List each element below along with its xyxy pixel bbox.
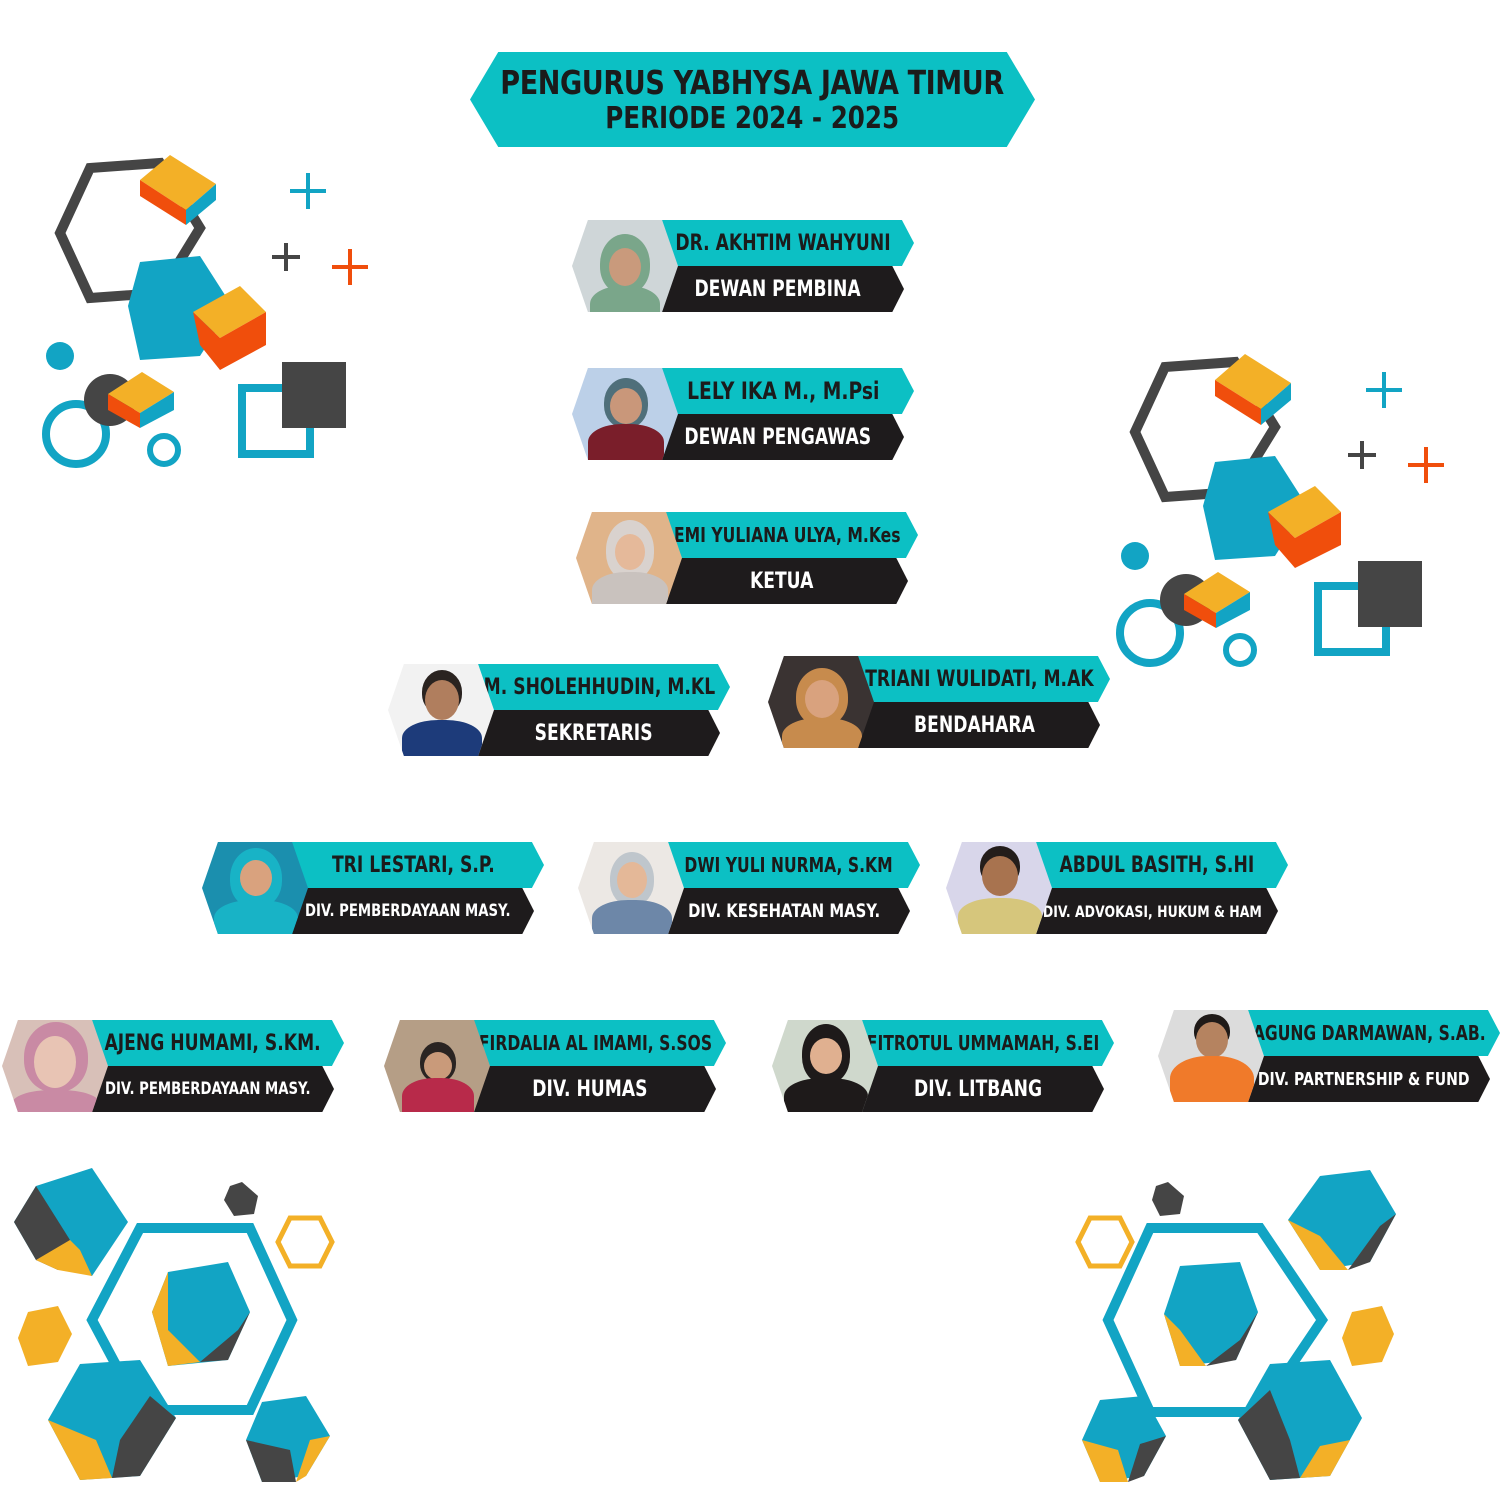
member-name: DR. AKHTIM WAHYUNI (675, 230, 891, 256)
member-role: DIV. ADVOKASI, HUKUM & HAM (1042, 901, 1262, 921)
member-photo (768, 656, 874, 748)
member-name: DWI YULI NURMA, S.KM (684, 853, 894, 877)
member-photo (946, 842, 1052, 934)
member-name: M. SHOLEHHUDIN, M.KL (483, 674, 715, 700)
member-role: SEKRETARIS (535, 720, 653, 746)
member-name: AGUNG DARMAWAN, S.AB. (1252, 1021, 1486, 1045)
member-role: DIV. PEMBERDAYAAN MASY. (305, 901, 511, 921)
title-banner: PENGURUS YABHYSA JAWA TIMUR PERIODE 2024… (470, 52, 1035, 147)
top-right-decoration (1116, 354, 1444, 667)
member-role: DIV. LITBANG (913, 1076, 1043, 1102)
member-photo (572, 368, 678, 460)
member-name: FITROTUL UMMAMAH, S.EI (866, 1031, 1100, 1055)
member-name: ABDUL BASITH, S.HI (1059, 852, 1255, 878)
bottom-right-decoration (1075, 1170, 1396, 1482)
member-role: DEWAN PENGAWAS (684, 424, 872, 450)
member-photo (2, 1020, 108, 1112)
member-role: DEWAN PEMBINA (694, 276, 862, 302)
member-photo (772, 1020, 878, 1112)
member-role: BENDAHARA (913, 712, 1035, 738)
member-role: DIV. KESEHATAN MASY. (687, 900, 881, 922)
member-photo (388, 664, 494, 756)
member-name: EMI YULIANA ULYA, M.Kes (673, 523, 901, 547)
member-name: LELY IKA M., M.Psi (686, 377, 880, 405)
member-photo (578, 842, 684, 934)
member-name: TRI LESTARI, S.P. (331, 852, 495, 878)
member-role: DIV. PEMBERDAYAAN MASY. (105, 1079, 311, 1099)
top-left-decoration (42, 155, 368, 468)
title-period: PERIODE 2024 - 2025 (605, 100, 900, 136)
title-main: PENGURUS YABHYSA JAWA TIMUR (500, 62, 1005, 102)
member-role: DIV. HUMAS (532, 1076, 648, 1102)
member-name: AJENG HUMAMI, S.KM. (104, 1030, 322, 1056)
member-name: TRIANI WULIDATI, M.AK (864, 666, 1094, 692)
member-photo (384, 1020, 490, 1112)
member-photo (202, 842, 308, 934)
member-role: DIV. PARTNERSHIP & FUND (1258, 1068, 1470, 1090)
member-name: FIRDALIA AL IMAMI, S.SOS (478, 1031, 712, 1055)
member-role: KETUA (750, 568, 814, 594)
bottom-left-decoration (14, 1168, 335, 1482)
member-photo (572, 220, 678, 312)
member-photo (576, 512, 682, 604)
member-photo (1158, 1010, 1264, 1102)
